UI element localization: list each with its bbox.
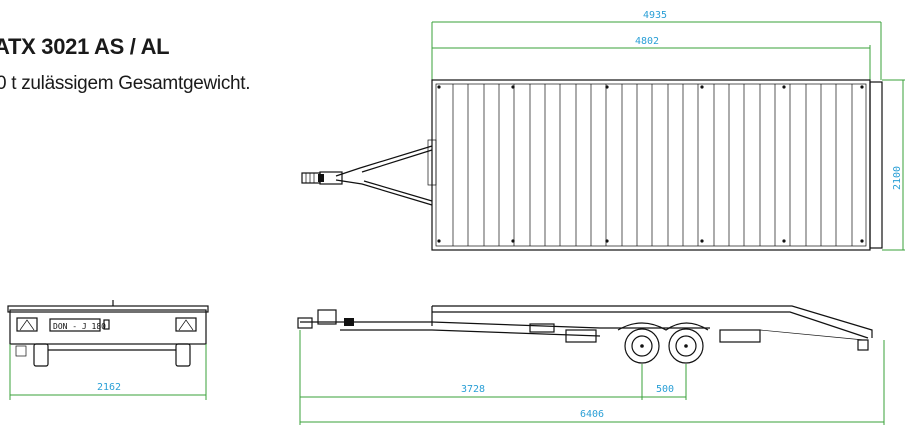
- side-chassis: [300, 321, 710, 329]
- rear-wheel: [668, 328, 704, 364]
- dim-overall-length-text: 4935: [643, 10, 667, 21]
- dim-width-text: 2100: [892, 166, 903, 190]
- product-subtitle: 0 t zulässigem Gesamtgewicht.: [0, 73, 251, 94]
- rear-view: DON - J 180 2162: [7, 300, 209, 400]
- side-deck-top: [432, 305, 873, 338]
- drawbar-upper: [335, 145, 433, 177]
- side-coupling: [297, 317, 313, 329]
- rear-ramp: [869, 81, 883, 249]
- dim-axle-position-text: 3728: [461, 384, 485, 395]
- left-lamp: [16, 317, 38, 332]
- drawbar-lower: [335, 179, 433, 206]
- front-wheel: [624, 328, 660, 364]
- left-wheel: [33, 343, 49, 367]
- right-wheel: [175, 343, 191, 367]
- rear-frame: [9, 309, 207, 345]
- dim-deck-length-text: 4802: [635, 36, 659, 47]
- license-plate: [49, 318, 101, 332]
- deck-outline: [431, 79, 871, 251]
- dim-rear-width-text: 2162: [97, 382, 121, 393]
- right-lamp: [175, 317, 197, 332]
- top-view: 4935 4802 2100: [301, 10, 905, 251]
- license-plate-text: DON - J 180: [53, 322, 106, 331]
- product-title: ATX 3021 AS / AL: [0, 34, 170, 59]
- deck-planks: [452, 84, 853, 246]
- dim-side-length-text: 6406: [580, 409, 604, 420]
- dim-axle-spacing-text: 500: [656, 384, 674, 395]
- side-view: 3728 500 6406: [297, 305, 885, 425]
